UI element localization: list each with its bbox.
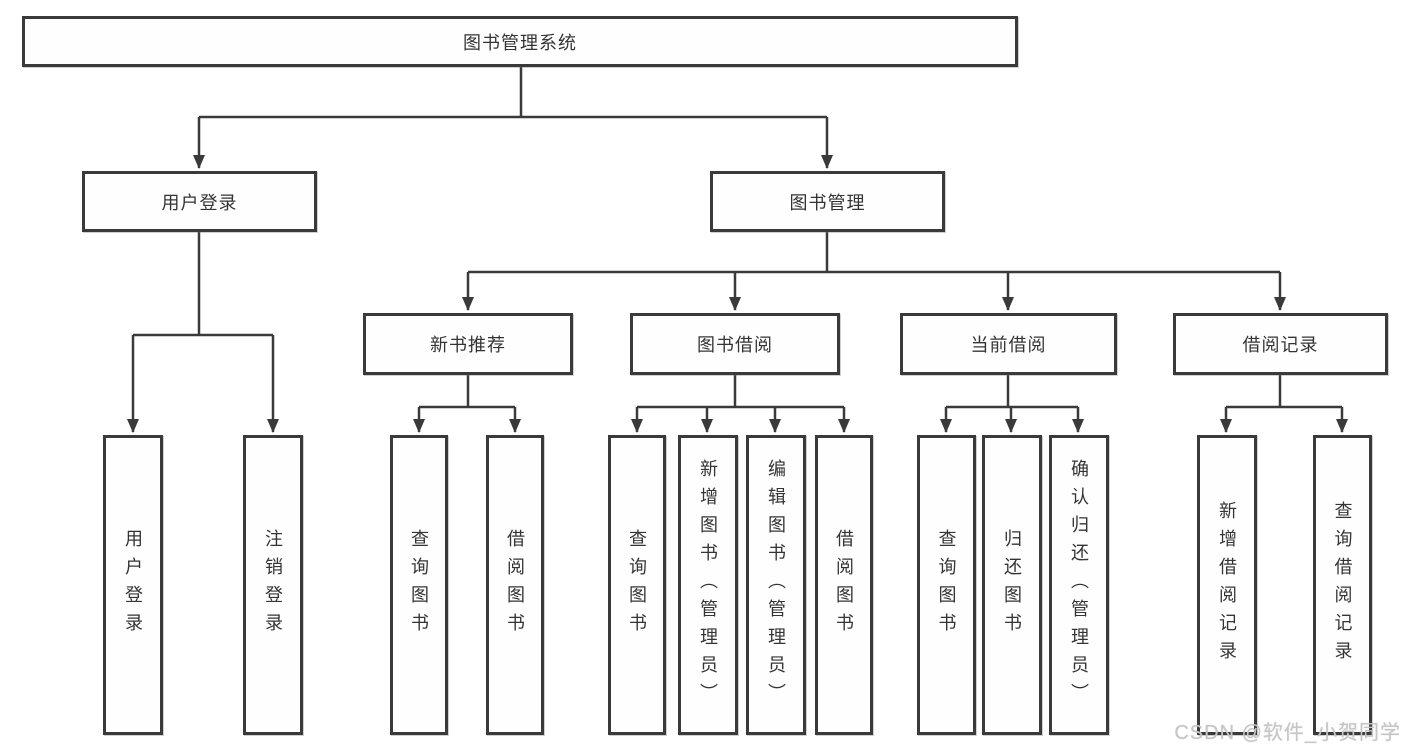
node-book-management: 图书管理 [710, 171, 945, 232]
leaf-label: 查询借阅记录 [1332, 501, 1353, 669]
node-new-book-recommend: 新书推荐 [363, 313, 573, 375]
leaf-logout: 注销登录 [243, 435, 303, 735]
leaf-return-books: 归还图书 [982, 435, 1042, 735]
leaf-add-borrow-record: 新增借阅记录 [1197, 435, 1257, 735]
leaf-label: 注销登录 [263, 529, 283, 641]
leaf-query-books-1: 查询图书 [390, 435, 448, 735]
leaf-label: 查询图书 [627, 529, 647, 641]
leaf-user-login: 用户登录 [103, 435, 163, 735]
leaf-borrow-books-1: 借阅图书 [486, 435, 544, 735]
leaf-edit-books-admin: 编辑图书（管理员） [746, 435, 806, 735]
node-label: 新书推荐 [430, 335, 506, 355]
node-label: 图书管理 [789, 192, 866, 213]
leaf-query-borrow-record: 查询借阅记录 [1313, 435, 1372, 735]
csdn-watermark: CSDN @软件_小贺同学 [1174, 722, 1401, 744]
node-label: 当前借阅 [970, 335, 1047, 355]
leaf-query-books-2: 查询图书 [608, 435, 666, 735]
node-user-login: 用户登录 [82, 171, 317, 232]
leaf-label: 确认归还（管理员） [1069, 459, 1089, 711]
node-book-borrowing: 图书借阅 [630, 313, 840, 375]
leaf-label: 查询图书 [936, 529, 957, 641]
node-current-borrowing: 当前借阅 [900, 313, 1117, 375]
node-label: 借阅记录 [1242, 335, 1319, 355]
leaf-label: 借阅图书 [505, 529, 525, 641]
leaf-label: 新增借阅记录 [1217, 501, 1237, 669]
leaf-label: 编辑图书（管理员） [766, 459, 786, 711]
node-label: 图书借阅 [697, 335, 773, 355]
node-label: 用户登录 [161, 192, 238, 213]
leaf-query-books-3: 查询图书 [917, 435, 976, 735]
leaf-confirm-return-admin: 确认归还（管理员） [1049, 435, 1109, 735]
node-root-system: 图书管理系统 [22, 16, 1018, 67]
leaf-borrow-books-2: 借阅图书 [815, 435, 873, 735]
leaf-label: 用户登录 [123, 529, 143, 641]
leaf-label: 归还图书 [1002, 529, 1022, 641]
leaf-add-books-admin: 新增图书（管理员） [678, 435, 738, 735]
node-borrow-records: 借阅记录 [1173, 313, 1388, 375]
leaf-label: 查询图书 [409, 529, 429, 641]
node-label: 图书管理系统 [463, 32, 577, 53]
leaf-label: 借阅图书 [834, 529, 854, 641]
leaf-label: 新增图书（管理员） [698, 459, 718, 711]
